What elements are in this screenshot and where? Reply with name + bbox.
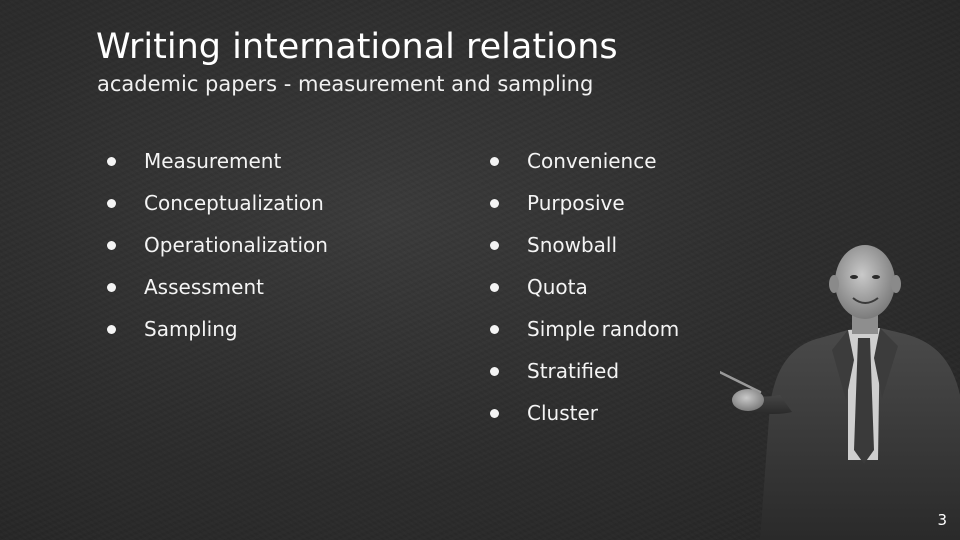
- list-item-label: Assessment: [144, 275, 264, 299]
- bullet-icon: [107, 198, 116, 208]
- list-item-label: Conceptualization: [144, 191, 324, 215]
- bullet-icon: [107, 240, 116, 250]
- list-item: Conceptualization: [107, 182, 328, 224]
- bullet-list-left: Measurement Conceptualization Operationa…: [107, 140, 328, 350]
- bullet-icon: [490, 408, 499, 418]
- list-item-label: Convenience: [527, 149, 657, 173]
- bullet-icon: [107, 282, 116, 292]
- bullet-icon: [490, 240, 499, 250]
- bullet-icon: [490, 324, 499, 334]
- bullet-icon: [490, 366, 499, 376]
- list-item: Operationalization: [107, 224, 328, 266]
- list-item: Sampling: [107, 308, 328, 350]
- list-item: Stratified: [490, 350, 679, 392]
- bullet-icon: [490, 156, 499, 166]
- list-item: Assessment: [107, 266, 328, 308]
- presenter-illustration: [720, 245, 960, 540]
- bullet-icon: [490, 282, 499, 292]
- list-item: Simple random: [490, 308, 679, 350]
- list-item-label: Snowball: [527, 233, 618, 257]
- list-item: Measurement: [107, 140, 328, 182]
- list-item-label: Sampling: [144, 317, 238, 341]
- list-item-label: Stratified: [527, 359, 620, 383]
- list-item-label: Operationalization: [144, 233, 328, 257]
- slide-title: Writing international relations: [96, 27, 618, 67]
- list-item: Quota: [490, 266, 679, 308]
- list-item-label: Cluster: [527, 401, 598, 425]
- slide-subtitle: academic papers - measurement and sampli…: [97, 72, 594, 96]
- page-number: 3: [937, 511, 947, 529]
- list-item-label: Purposive: [527, 191, 625, 215]
- bullet-icon: [107, 324, 116, 334]
- list-item: Convenience: [490, 140, 679, 182]
- list-item: Cluster: [490, 392, 679, 434]
- list-item: Snowball: [490, 224, 679, 266]
- bullet-list-right: Convenience Purposive Snowball Quota Sim…: [490, 140, 679, 434]
- bullet-icon: [107, 156, 116, 166]
- list-item-label: Quota: [527, 275, 588, 299]
- list-item: Purposive: [490, 182, 679, 224]
- pointer-stick: [720, 370, 762, 394]
- list-item-label: Simple random: [527, 317, 680, 341]
- bullet-icon: [490, 198, 499, 208]
- list-item-label: Measurement: [144, 149, 282, 173]
